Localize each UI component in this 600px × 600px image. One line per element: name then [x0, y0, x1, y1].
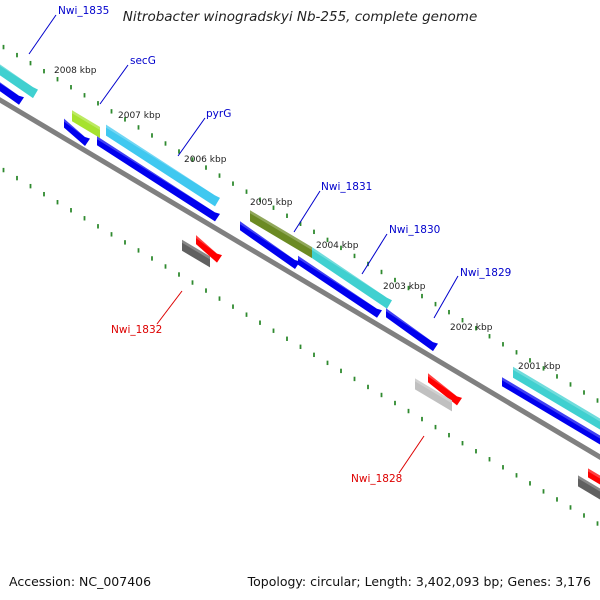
- labels: 2008 kbp 2007 kbp 2006 kbp 2005 kbp 2004…: [28, 5, 561, 485]
- kbp-label-2001: 2001 kbp: [518, 362, 561, 372]
- gene-label-pyrg[interactable]: pyrG: [206, 108, 231, 120]
- gene-label-nwi-1829[interactable]: Nwi_1829: [460, 267, 511, 279]
- gene-label-nwi-1835[interactable]: Nwi_1835: [58, 5, 109, 17]
- kbp-label-2003: 2003 kbp: [383, 282, 426, 292]
- cds-feature-nwi-1831-highlight: [240, 221, 295, 260]
- gene-feature-secg-highlight: [72, 110, 100, 130]
- gene-features: [0, 44, 600, 505]
- cds-feature-nwi-1830-highlight: [298, 255, 377, 309]
- gene-feature-nwi-1832-highlight: [182, 239, 210, 260]
- gene-feature-nwi-1828[interactable]: [415, 378, 452, 412]
- gene-feature-pyrg[interactable]: [106, 124, 220, 207]
- gene-feature-nwi-1830-highlight: [312, 247, 387, 298]
- gene-feature-edge-highlight: [578, 475, 600, 492]
- cds-feature-nwi-1830[interactable]: [298, 255, 382, 318]
- cds-feature-nwi-1835-highlight: [0, 80, 19, 96]
- genome-backbone: [0, 97, 600, 460]
- kbp-label-2007: 2007 kbp: [118, 111, 161, 121]
- cds-feature-nwi-1835[interactable]: [0, 61, 24, 105]
- gene-label-nwi-1830[interactable]: Nwi_1830: [389, 224, 440, 236]
- leader-line-nwi-1835: [28, 14, 57, 55]
- kbp-label-2006: 2006 kbp: [184, 155, 227, 165]
- kbp-label-2002: 2002 kbp: [450, 323, 493, 333]
- leader-line-nwi-1831: [293, 190, 321, 233]
- gene-feature-secg[interactable]: [72, 110, 100, 138]
- genome-title: Nitrobacter winogradskyi Nb-255, complet…: [122, 9, 478, 25]
- kbp-label-2004: 2004 kbp: [316, 241, 359, 251]
- gene-label-nwi-1828[interactable]: Nwi_1828: [351, 473, 402, 485]
- kbp-label-2008: 2008 kbp: [54, 66, 97, 76]
- cds-feature-nwi-1829-highlight: [386, 308, 433, 343]
- cds-feature-edge[interactable]: [588, 468, 600, 490]
- tick-marks: [2, 44, 599, 526]
- gene-feature-nwi-1831[interactable]: [250, 210, 312, 259]
- gene-feature-nwi-1831-highlight: [250, 210, 312, 251]
- leader-line-pyrg: [177, 117, 206, 157]
- leader-line-nwi-1832: [156, 290, 183, 325]
- cds-feature-nwi-1828[interactable]: [428, 373, 462, 406]
- genome-summary-text: Topology: circular; Length: 3,402,093 bp…: [247, 574, 591, 589]
- cds-feature-nwi-1832[interactable]: [196, 235, 222, 263]
- kbp-label-2005: 2005 kbp: [250, 198, 293, 208]
- cds-feature-nwi-1829-b[interactable]: [502, 377, 600, 445]
- cds-feature-nwi-1831[interactable]: [240, 221, 300, 269]
- gene-label-nwi-1832[interactable]: Nwi_1832: [111, 324, 162, 336]
- leader-line-nwi-1828: [398, 435, 425, 474]
- gene-feature-edge[interactable]: [578, 475, 600, 505]
- gene-feature-nwi-1828-highlight: [415, 378, 452, 404]
- cds-feature-nwi-1832-highlight: [196, 235, 217, 254]
- cds-feature-secg[interactable]: [64, 118, 90, 146]
- accession-text: Accession: NC_007406: [9, 574, 152, 589]
- cds-feature-pyrg-highlight: [97, 136, 215, 213]
- cds-feature-nwi-1829[interactable]: [386, 308, 438, 352]
- cds-feature-secg-highlight: [64, 118, 85, 138]
- gene-feature-nwi-1835-highlight: [0, 62, 33, 88]
- gene-feature-nwi-1829-b[interactable]: [513, 366, 600, 430]
- cds-feature-nwi-1829-b-highlight: [502, 377, 600, 439]
- cds-feature-pyrg[interactable]: [97, 136, 220, 222]
- gene-label-secg[interactable]: secG: [130, 55, 156, 67]
- gene-feature-nwi-1832[interactable]: [182, 239, 210, 268]
- gene-feature-nwi-1829-b-highlight: [513, 366, 600, 422]
- gene-label-nwi-1831[interactable]: Nwi_1831: [321, 181, 372, 193]
- cds-feature-nwi-1828-highlight: [428, 373, 457, 397]
- leader-line-nwi-1829: [433, 275, 459, 319]
- gene-feature-nwi-1835[interactable]: [0, 44, 38, 99]
- gene-feature-pyrg-highlight: [106, 124, 215, 196]
- leader-line-nwi-1830: [361, 233, 388, 275]
- cds-feature-edge-highlight: [588, 468, 600, 479]
- leader-line-secg: [99, 64, 129, 105]
- gene-feature-nwi-1830[interactable]: [312, 247, 392, 309]
